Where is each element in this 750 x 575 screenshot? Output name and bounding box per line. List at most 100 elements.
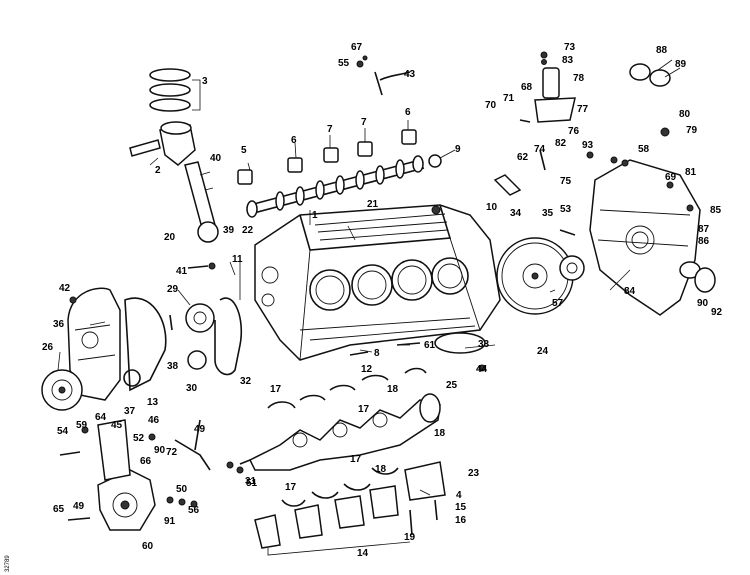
callout: 26 — [42, 342, 54, 353]
cam-bearings — [237, 129, 442, 185]
callout: 20 — [164, 232, 176, 243]
callout: 8 — [374, 348, 380, 359]
callout: 13 — [147, 397, 159, 408]
callout: 72 — [166, 447, 178, 458]
callout: 87 — [698, 224, 710, 235]
callout: 77 — [577, 104, 589, 115]
timing-sprocket-cam — [185, 303, 215, 333]
callout: 17 — [358, 404, 370, 415]
callout: 51 — [246, 478, 258, 489]
callout: 39 — [223, 225, 235, 236]
crankshaft — [239, 393, 441, 471]
callout: 14 — [357, 548, 369, 559]
callout: 65 — [53, 504, 65, 515]
callout: 76 — [568, 126, 580, 137]
callout: 88 — [656, 45, 668, 56]
callout: 91 — [164, 516, 176, 527]
callout: 17 — [285, 482, 297, 493]
callout: 21 — [367, 199, 379, 210]
timing-gasket — [124, 297, 167, 392]
side-code: 32789 — [5, 555, 11, 572]
connecting-rod — [184, 161, 219, 270]
main-bearings-upper — [267, 367, 427, 409]
callout: 52 — [133, 433, 145, 444]
callout: 50 — [176, 484, 188, 495]
piston-rings — [149, 68, 191, 112]
water-pump — [97, 469, 156, 531]
callout: 73 — [564, 42, 576, 53]
callout: 7 — [327, 124, 333, 135]
callout: 7 — [361, 117, 367, 128]
callout: 30 — [186, 383, 198, 394]
callout: 93 — [582, 140, 594, 151]
callout: 18 — [387, 384, 399, 395]
callout: 17 — [350, 454, 362, 465]
rear-main-seal — [679, 261, 716, 293]
callout: 16 — [455, 515, 467, 526]
callout: 6 — [291, 135, 297, 146]
callout: 71 — [503, 93, 515, 104]
piston — [129, 121, 196, 166]
callout: 61 — [424, 340, 436, 351]
callout: 34 — [510, 208, 522, 219]
callout: 41 — [176, 266, 188, 277]
callout: 82 — [555, 138, 567, 149]
callouts: 1 2 3 4 5 6 6 7 7 8 9 10 11 12 13 14 15 … — [5, 42, 723, 572]
callout: 60 — [142, 541, 154, 552]
oil-seal — [123, 369, 141, 387]
callout: 85 — [710, 205, 722, 216]
callout: 81 — [685, 167, 697, 178]
callout: 5 — [241, 145, 247, 156]
callout: 90 — [154, 445, 166, 456]
callout: 54 — [57, 426, 69, 437]
callout: 11 — [232, 254, 243, 265]
callout: 80 — [679, 109, 691, 120]
callout: 90 — [697, 298, 709, 309]
callout: 62 — [517, 152, 529, 163]
callout: 10 — [486, 202, 498, 213]
callout: 3 — [202, 76, 208, 87]
callout: 17 — [270, 384, 282, 395]
oil-pump-pickup — [356, 55, 411, 96]
bellhousing — [589, 159, 701, 316]
callout: 67 — [351, 42, 363, 53]
callout: 44 — [476, 364, 488, 375]
camshaft — [246, 155, 425, 218]
callout: 6 — [405, 107, 411, 118]
engine-block — [254, 204, 501, 361]
callout: 57 — [552, 298, 564, 309]
callout: 22 — [242, 225, 254, 236]
main-bearings-lower — [281, 467, 399, 507]
callout: 69 — [665, 172, 677, 183]
timing-cover — [67, 287, 121, 401]
callout: 66 — [140, 456, 152, 467]
oil-pan-drain-plate — [434, 332, 486, 372]
main-bearing-caps — [254, 461, 446, 556]
timing-sprocket-crank — [187, 350, 207, 370]
callout: 19 — [404, 532, 416, 543]
flex-plate-hub — [559, 255, 585, 281]
callout: 49 — [194, 424, 206, 435]
pump-assembly — [534, 51, 576, 123]
callout: 35 — [542, 208, 554, 219]
callout: 29 — [167, 284, 179, 295]
callout: 84 — [624, 286, 636, 297]
harmonic-balancer — [41, 369, 83, 411]
callout: 36 — [53, 319, 65, 330]
callout: 74 — [534, 144, 546, 155]
callout: 31 — [245, 476, 257, 487]
fuel-pump — [493, 174, 522, 196]
timing-chain — [214, 297, 243, 376]
callout: 79 — [686, 125, 698, 136]
callout: 25 — [446, 380, 458, 391]
callout: 56 — [188, 505, 200, 516]
callout: 40 — [210, 153, 222, 164]
pump-bracket — [97, 419, 131, 481]
callout: 64 — [95, 412, 107, 423]
callout: 32 — [240, 376, 252, 387]
callout: 89 — [675, 59, 687, 70]
callout: 18 — [375, 464, 387, 475]
callout: 42 — [59, 283, 71, 294]
callout: 43 — [404, 69, 416, 80]
